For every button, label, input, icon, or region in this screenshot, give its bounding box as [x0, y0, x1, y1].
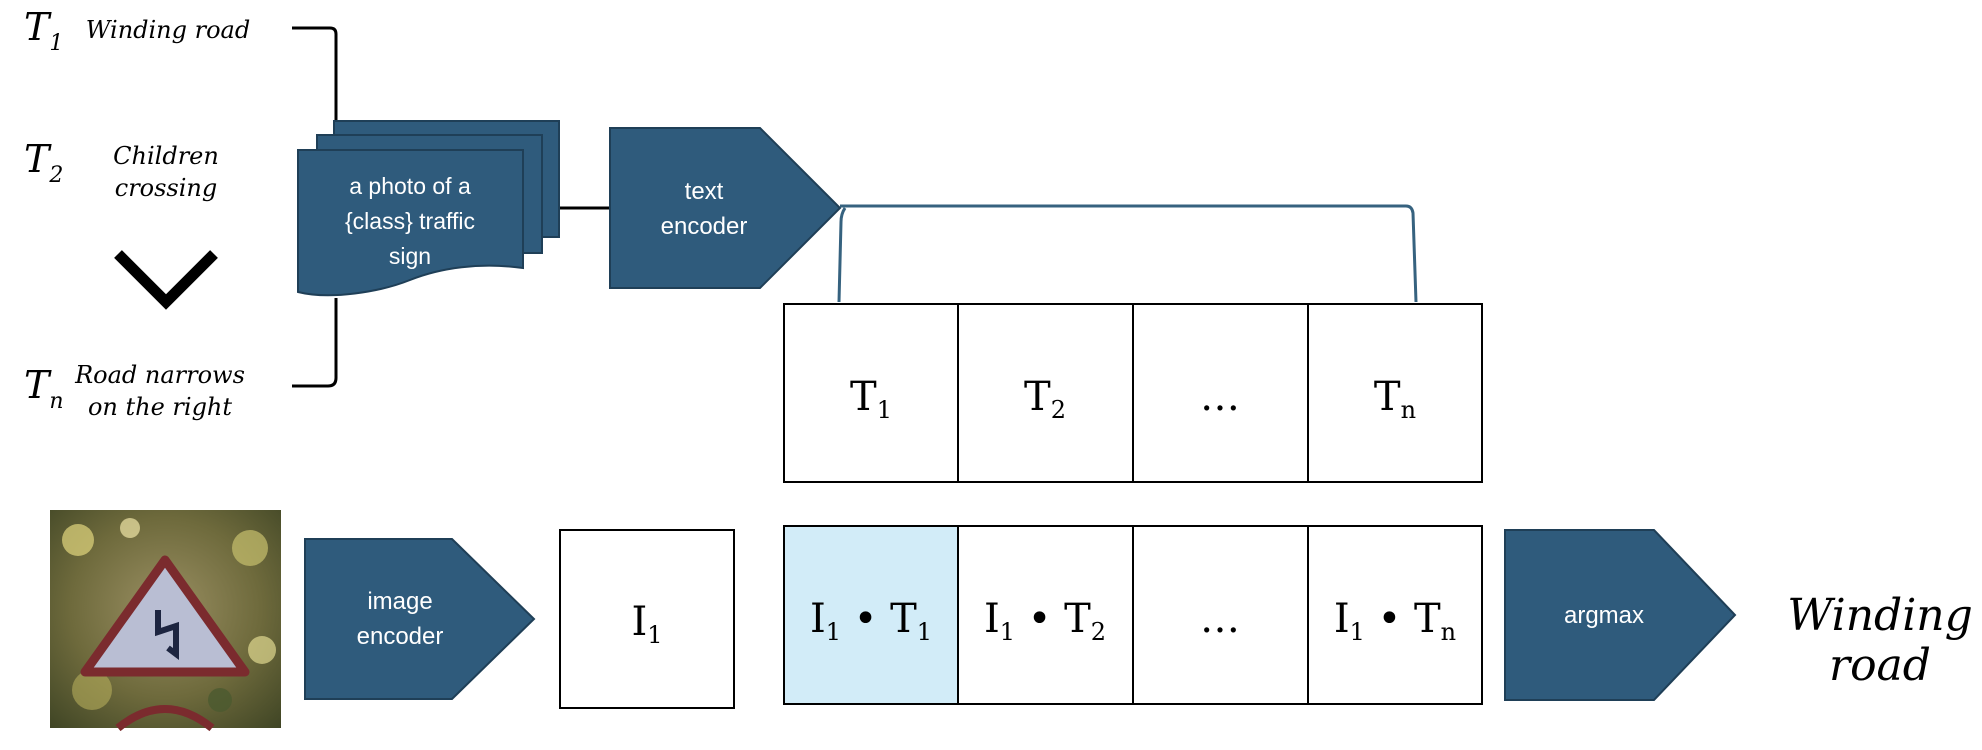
- similarity-cell: [1132, 525, 1309, 705]
- svg-text:argmax: argmax: [1564, 602, 1644, 629]
- similarity-i1-tn: I1 • Tn: [1334, 596, 1456, 646]
- class-label-t2: T2 Children crossing: [24, 137, 219, 202]
- svg-text:Winding: Winding: [1787, 590, 1973, 641]
- text-embeddings-row: T1 T2 … Tn: [783, 303, 1483, 483]
- predicted-class: Winding road: [1787, 590, 1973, 691]
- class-name-t1: Winding road: [86, 16, 250, 44]
- similarity-i1-t1: I1 • T1: [810, 596, 932, 646]
- svg-text:image: image: [367, 588, 432, 615]
- text-encoder-block: text encoder: [609, 127, 842, 289]
- chevron-down-icon: [114, 250, 218, 310]
- svg-text:encoder: encoder: [661, 213, 748, 240]
- svg-text:T2: T2: [24, 137, 63, 188]
- text-embedding-cell: [783, 303, 959, 483]
- image-encoder-block: image encoder: [304, 538, 536, 700]
- argmax-block: argmax: [1504, 529, 1737, 701]
- text-embedding-tn: Tn: [1374, 374, 1416, 424]
- similarity-row: I1 • T1 I1 • T2 … I1 • Tn: [783, 525, 1483, 705]
- text-embedding-cell: [1307, 303, 1483, 483]
- image-embedding-i1: I1: [631, 599, 662, 649]
- similarity-i1-t2: I1 • T2: [984, 596, 1106, 646]
- input-image: [50, 510, 281, 732]
- prompt-line-1: a photo of a: [349, 173, 471, 199]
- class-name-t2-line1: Children: [113, 142, 219, 170]
- prompt-line-3: sign: [389, 243, 431, 269]
- svg-text:road: road: [1829, 640, 1931, 691]
- prompt-line-2: {class} traffic: [345, 208, 475, 234]
- class-label-tn: Tn Road narrows on the right: [24, 361, 245, 421]
- text-embedding-ellipsis: …: [1200, 374, 1240, 420]
- encoder-output-bracket-left: [837, 207, 847, 303]
- similarity-ellipsis: …: [1200, 596, 1240, 642]
- svg-text:text: text: [685, 178, 724, 205]
- class-bracket-bottom: [292, 298, 338, 388]
- similarity-cell: [1307, 525, 1483, 705]
- class-name-tn-line1: Road narrows: [74, 361, 245, 389]
- text-embedding-t2: T2: [1024, 374, 1066, 424]
- prompt-template-stack: a photo of a {class} traffic sign: [297, 120, 560, 297]
- class-label-t1: T1 Winding road: [24, 5, 250, 56]
- class-name-tn-line2: on the right: [88, 393, 232, 421]
- svg-text:Tn: Tn: [24, 363, 64, 414]
- similarity-cell: [957, 525, 1134, 705]
- svg-text:encoder: encoder: [357, 623, 444, 650]
- image-embedding-cell: I1: [559, 529, 735, 709]
- svg-text:T1: T1: [24, 5, 63, 56]
- class-bracket-top: [292, 26, 338, 120]
- similarity-cell-highlighted: [783, 525, 959, 705]
- encoder-output-bracket: [840, 204, 1418, 303]
- class-name-t2-line2: crossing: [115, 174, 218, 202]
- text-embedding-t1: T1: [850, 374, 892, 424]
